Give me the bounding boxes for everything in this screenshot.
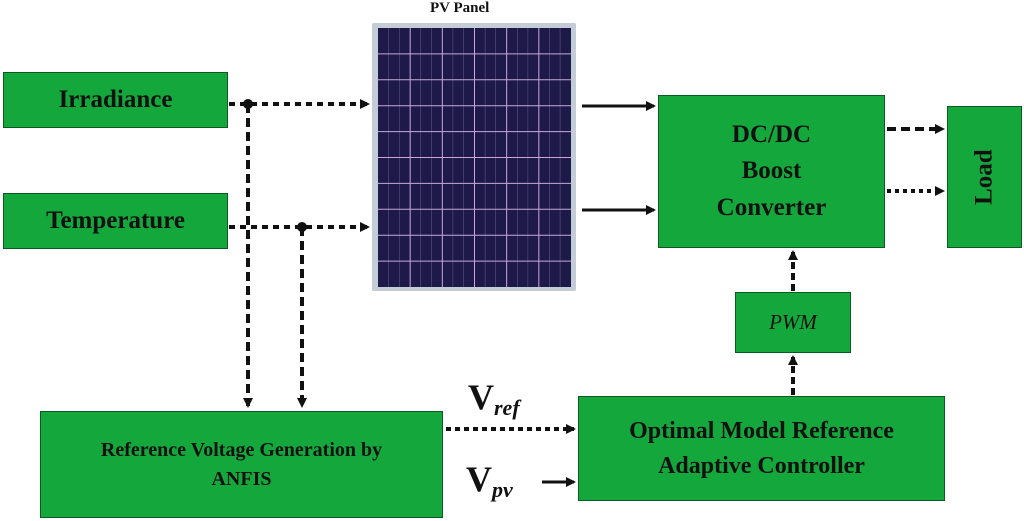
pwm-block: PWM	[735, 292, 851, 353]
dcdc-label-line3: Converter	[716, 193, 827, 221]
refgen-label-line2: ANFIS	[211, 467, 272, 490]
vref-main: V	[468, 377, 494, 417]
load-label: Load	[970, 149, 998, 205]
dcdc-label-line1: DC/DC	[731, 121, 812, 149]
vref-label: Vref	[468, 376, 520, 421]
omrac-label-line1: Optimal Model Reference	[629, 417, 894, 444]
dcdc-boost-converter-block: DC/DC Boost Converter	[658, 95, 885, 248]
pwm-label: PWM	[769, 310, 817, 335]
pv-panel-title: PV Panel	[430, 0, 490, 16]
refgen-label-line1: Reference Voltage Generation by	[100, 438, 383, 461]
vpv-main: V	[466, 459, 492, 499]
omrac-block: Optimal Model Reference Adaptive Control…	[578, 396, 945, 501]
temperature-block: Temperature	[3, 193, 228, 249]
load-block: Load	[947, 106, 1022, 248]
reference-voltage-generation-block: Reference Voltage Generation by ANFIS	[40, 411, 443, 518]
dcdc-label-line2: Boost	[741, 157, 802, 185]
vpv-subscript: pv	[492, 477, 513, 502]
vref-subscript: ref	[494, 395, 520, 420]
temperature-label: Temperature	[46, 206, 185, 234]
omrac-label-line2: Adaptive Controller	[658, 452, 865, 479]
irradiance-block: Irradiance	[3, 72, 228, 128]
vpv-label: Vpv	[466, 458, 513, 503]
irradiance-label: Irradiance	[58, 85, 173, 113]
pv-panel	[372, 23, 576, 291]
